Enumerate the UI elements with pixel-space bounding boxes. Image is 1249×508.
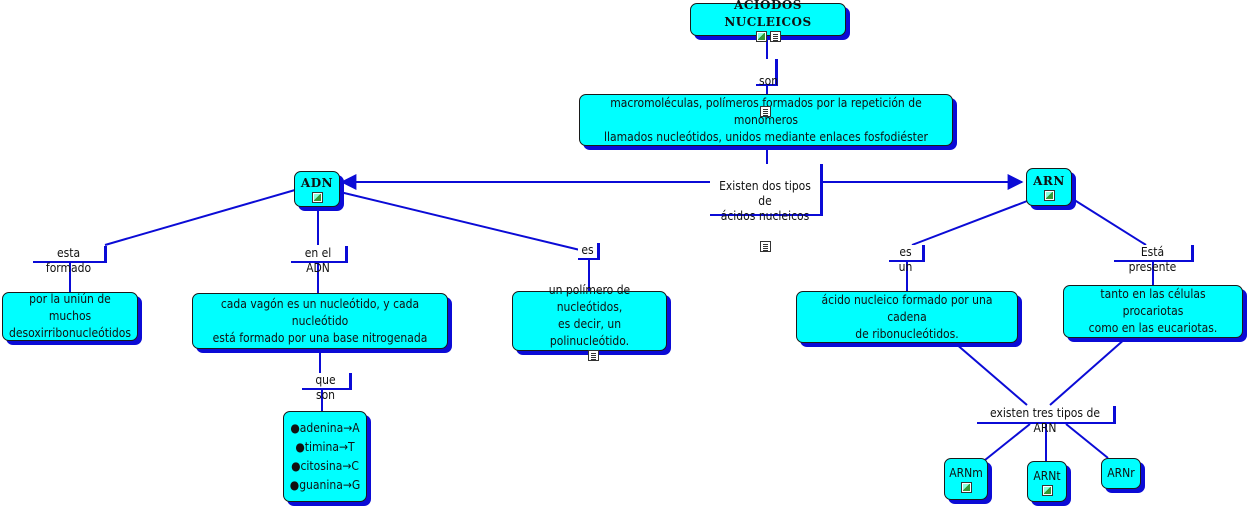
node-ribo-text: ácido nucleico formado por una cadena de… bbox=[821, 292, 993, 341]
document-icon[interactable] bbox=[588, 349, 599, 361]
node-adn-text: ADN bbox=[300, 176, 334, 190]
line-ribo-tres bbox=[954, 342, 1028, 406]
document-icon[interactable] bbox=[760, 106, 771, 117]
bases-item: ●timina→T bbox=[295, 439, 355, 454]
document-icon[interactable] bbox=[769, 31, 781, 42]
node-arn[interactable]: ARN bbox=[1026, 168, 1072, 206]
node-arnm-text: ARNm bbox=[949, 466, 983, 480]
node-macro[interactable]: macromoléculas, polímeros formados por l… bbox=[579, 94, 953, 146]
line-celulas-tres bbox=[1049, 337, 1127, 406]
node-root[interactable]: ACIODOS NUCLEICOS bbox=[690, 0, 846, 42]
node-vagon-text: cada vagón es un nucleótido, y cada nucl… bbox=[212, 296, 428, 345]
node-arnr[interactable]: ARNr bbox=[1101, 458, 1141, 489]
link-que-son[interactable]: que son bbox=[302, 373, 352, 402]
link-en-el-adn[interactable]: en el ADN bbox=[291, 246, 348, 275]
node-celulas-text: tanto en las células procariotas como en… bbox=[1088, 287, 1218, 335]
bases-item: ●guanina→G bbox=[289, 477, 361, 492]
node-ribo[interactable]: ácido nucleico formado por una cadena de… bbox=[796, 291, 1018, 343]
line-arn-presente bbox=[1067, 195, 1147, 246]
image-icon[interactable] bbox=[1041, 484, 1053, 496]
node-desoxi[interactable]: por la uniún de muchos desoxirribonucleó… bbox=[2, 292, 138, 341]
link-son[interactable]: son bbox=[756, 59, 779, 117]
line-tres-arnr bbox=[1065, 423, 1109, 459]
node-vagon[interactable]: cada vagón es un nucleótido, y cada nucl… bbox=[192, 293, 448, 349]
node-arn-text: ARN bbox=[1033, 174, 1065, 188]
line-adn-es bbox=[339, 191, 581, 251]
link-esta-formado[interactable]: esta formado bbox=[33, 246, 107, 275]
image-icon[interactable] bbox=[755, 31, 767, 42]
image-icon[interactable] bbox=[1043, 190, 1055, 201]
bases-item: ●adenina→A bbox=[290, 420, 360, 435]
link-existen-text: Existen dos tipos de ácidos nucleicos bbox=[719, 179, 811, 223]
node-desoxi-text: por la uniún de muchos desoxirribonucleó… bbox=[8, 292, 132, 340]
node-arnt[interactable]: ARNt bbox=[1027, 461, 1067, 502]
node-arnr-text: ARNr bbox=[1107, 466, 1135, 480]
link-son-text: son bbox=[759, 74, 779, 88]
bases-item: ●citosina→C bbox=[291, 458, 359, 473]
node-macro-text: macromoléculas, polímeros formados por l… bbox=[604, 95, 928, 144]
node-root-text: ACIODOS NUCLEICOS bbox=[724, 0, 812, 29]
line-arn-esun bbox=[911, 197, 1036, 246]
node-celulas[interactable]: tanto en las células procariotas como en… bbox=[1063, 285, 1243, 338]
node-bases[interactable]: ●adenina→A ●timina→T ●citosina→C ●guanin… bbox=[283, 411, 367, 502]
document-icon[interactable] bbox=[759, 241, 771, 252]
link-existen-tres[interactable]: existen tres tipos de ARN bbox=[977, 406, 1116, 435]
node-arnt-text: ARNt bbox=[1033, 468, 1061, 483]
node-polimero-text: un polímero de nucleótidos, es decir, un… bbox=[548, 282, 631, 348]
image-icon[interactable] bbox=[311, 192, 323, 203]
link-es[interactable]: es bbox=[578, 243, 600, 260]
line-adn-estaformado bbox=[104, 189, 296, 246]
node-polimero[interactable]: un polímero de nucleótidos, es decir, un… bbox=[512, 283, 667, 361]
link-es-un[interactable]: es un bbox=[889, 245, 925, 274]
image-icon[interactable] bbox=[960, 482, 972, 493]
line-tres-arnm bbox=[984, 423, 1031, 461]
node-adn[interactable]: ADN bbox=[294, 171, 340, 207]
node-arnm[interactable]: ARNm bbox=[944, 458, 988, 500]
link-existen[interactable]: Existen dos tipos de ácidos nucleicos bbox=[710, 164, 823, 252]
link-esta-presente[interactable]: Está presente bbox=[1114, 245, 1194, 274]
